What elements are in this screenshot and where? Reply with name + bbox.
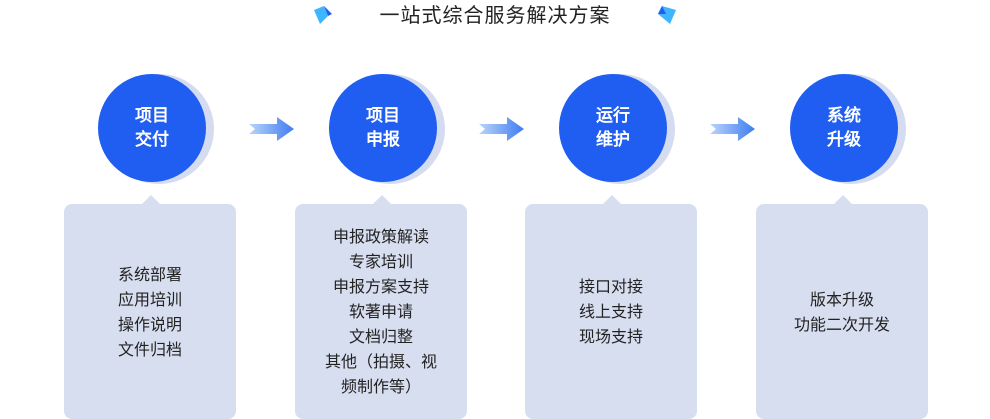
list-item: 申报方案支持: [332, 277, 429, 296]
step-system-upgrade: 系统 升级 版本升级 功能二次开发: [756, 74, 928, 419]
arrow-right-icon: [249, 117, 294, 141]
list-item: 线上支持: [578, 302, 643, 321]
page-title: 一站式综合服务解决方案: [379, 3, 611, 27]
step-title-line: 升级: [827, 130, 861, 150]
list-item: 版本升级: [809, 289, 874, 309]
step-title-line: 运行: [596, 106, 630, 126]
step-operation-maintenance: 运行 维护 接口对接 线上支持 现场支持: [525, 74, 697, 419]
list-item: 操作说明: [117, 314, 182, 334]
step-title-line: 系统: [827, 106, 861, 126]
list-item: 接口对接: [578, 277, 643, 296]
header: 一站式综合服务解决方案: [0, 0, 990, 34]
diamond-decoration-icon: [658, 6, 676, 24]
box-pointer: [603, 195, 621, 204]
step-title-line: 项目: [366, 106, 400, 126]
arrow-right-icon: [479, 117, 524, 141]
list-item: 功能二次开发: [793, 314, 890, 334]
list-item: 文档归整: [348, 327, 413, 346]
step-project-delivery: 项目 交付 系统部署 应用培训 操作说明 文件归档: [64, 74, 236, 419]
box-pointer: [834, 195, 852, 204]
diamond-decoration-icon: [314, 6, 332, 24]
list-item: 文件归档: [117, 339, 182, 359]
box-pointer: [142, 195, 160, 204]
list-item: 频制作等）: [340, 377, 421, 396]
list-item: 其他（拍摄、视: [324, 352, 437, 371]
list-item: 专家培训: [348, 252, 413, 271]
step-detail-box: 接口对接 线上支持 现场支持: [525, 195, 697, 419]
list-item: 申报政策解读: [332, 227, 429, 246]
step-project-application: 项目 申报 申报政策解读 专家培训 申报方案支持 软著申请 文档归整 其他（拍摄…: [295, 74, 467, 419]
step-detail-box: 申报政策解读 专家培训 申报方案支持 软著申请 文档归整 其他（拍摄、视 频制作…: [295, 195, 467, 419]
list-item: 应用培训: [117, 289, 182, 309]
step-circle: 系统 升级: [790, 74, 898, 182]
step-title-line: 申报: [366, 130, 400, 150]
step-detail-box: 版本升级 功能二次开发: [756, 195, 928, 419]
list-item: 系统部署: [117, 264, 182, 284]
step-title-line: 维护: [596, 130, 630, 150]
step-title-line: 交付: [135, 130, 169, 150]
list-item: 现场支持: [578, 327, 643, 346]
step-circle: 项目 申报: [329, 74, 437, 182]
step-title-line: 项目: [135, 106, 169, 126]
step-detail-box: 系统部署 应用培训 操作说明 文件归档: [64, 195, 236, 419]
arrow-right-icon: [710, 117, 755, 141]
step-circle: 项目 交付: [98, 74, 206, 182]
box-pointer: [373, 195, 391, 204]
list-item: 软著申请: [348, 302, 413, 321]
step-circle: 运行 维护: [559, 74, 667, 182]
